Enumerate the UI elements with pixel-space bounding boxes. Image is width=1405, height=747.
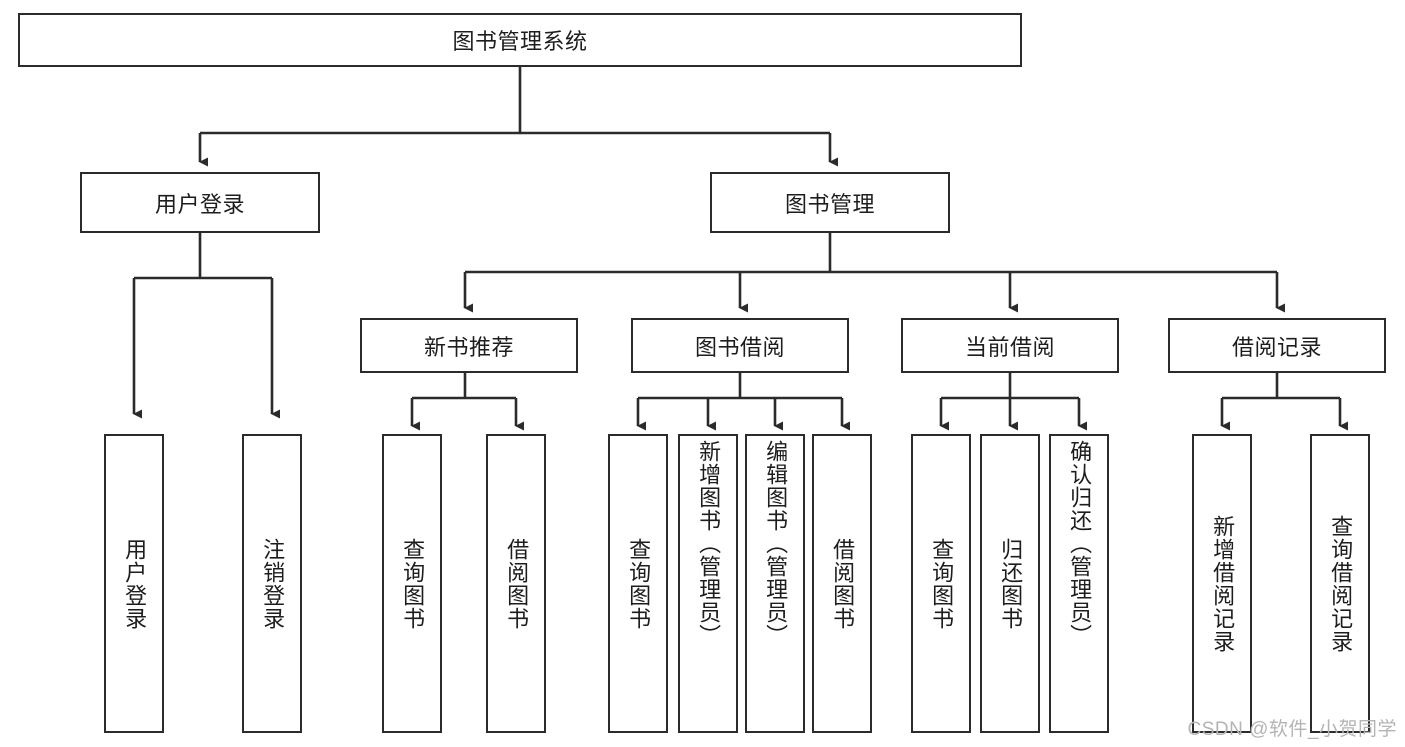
node-borrow-records[interactable]: 借阅记录 [1168, 318, 1386, 373]
leaf-query-borrow-record[interactable]: 查询借阅记录 [1310, 434, 1370, 733]
node-borrow-records-label: 借阅记录 [1231, 334, 1322, 360]
leaf-confirm-return-admin[interactable]: 确认归还（管理员） [1049, 434, 1109, 733]
leaf-return-book-label: 归还图书 [998, 537, 1024, 630]
leaf-query-book-current[interactable]: 查询图书 [911, 434, 971, 733]
node-book-management[interactable]: 图书管理 [710, 172, 950, 233]
leaf-borrow-book-new-label: 借阅图书 [504, 537, 530, 630]
leaf-query-borrow-record-label: 查询借阅记录 [1328, 514, 1354, 653]
leaf-borrow-book-new[interactable]: 借阅图书 [486, 434, 546, 733]
leaf-query-book-new[interactable]: 查询图书 [382, 434, 442, 733]
node-book-borrow-label: 图书借阅 [694, 334, 785, 360]
node-user-login-label: 用户登录 [154, 191, 245, 217]
leaf-confirm-return-admin-label: 确认归还（管理员） [1067, 440, 1093, 647]
node-book-borrow[interactable]: 图书借阅 [631, 318, 849, 373]
node-new-book-recommend-label: 新书推荐 [423, 334, 514, 360]
leaf-add-book-admin-label: 新增图书（管理员） [696, 440, 722, 647]
csdn-watermark: CSDN @软件_小贺同学 [1187, 719, 1397, 740]
node-current-borrow[interactable]: 当前借阅 [901, 318, 1119, 373]
leaf-logout[interactable]: 注销登录 [242, 434, 302, 733]
leaf-edit-book-admin[interactable]: 编辑图书（管理员） [745, 434, 805, 733]
leaf-user-login-label: 用户登录 [122, 537, 148, 630]
leaf-borrow-book-label: 借阅图书 [830, 537, 856, 630]
node-book-management-label: 图书管理 [784, 191, 875, 217]
leaf-query-book-current-label: 查询图书 [929, 537, 955, 630]
leaf-logout-label: 注销登录 [260, 537, 286, 630]
node-current-borrow-label: 当前借阅 [964, 334, 1055, 360]
leaf-query-book-borrow-label: 查询图书 [626, 537, 652, 630]
leaf-query-book-borrow[interactable]: 查询图书 [608, 434, 668, 733]
leaf-add-borrow-record-label: 新增借阅记录 [1210, 514, 1236, 653]
leaf-edit-book-admin-label: 编辑图书（管理员） [763, 440, 789, 647]
leaf-add-book-admin[interactable]: 新增图书（管理员） [678, 434, 738, 733]
node-root-book-management-system[interactable]: 图书管理系统 [18, 13, 1022, 67]
node-new-book-recommend[interactable]: 新书推荐 [360, 318, 578, 373]
node-root-label: 图书管理系统 [452, 29, 588, 54]
leaf-add-borrow-record[interactable]: 新增借阅记录 [1192, 434, 1252, 733]
leaf-user-login[interactable]: 用户登录 [104, 434, 164, 733]
leaf-return-book[interactable]: 归还图书 [980, 434, 1040, 733]
node-user-login[interactable]: 用户登录 [80, 172, 320, 233]
leaf-borrow-book[interactable]: 借阅图书 [812, 434, 872, 733]
leaf-query-book-new-label: 查询图书 [400, 537, 426, 630]
